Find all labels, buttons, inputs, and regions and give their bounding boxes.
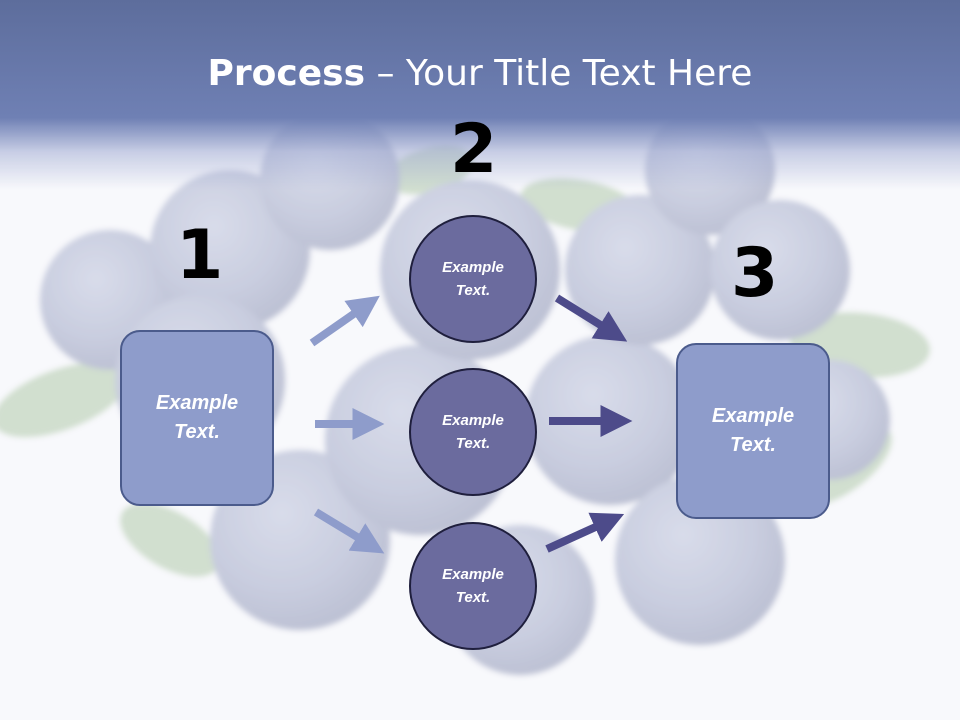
- step-3-box[interactable]: Example Text.: [676, 343, 830, 519]
- title-bold-part: Process: [207, 53, 366, 94]
- step-2-circle-middle[interactable]: Example Text.: [409, 368, 537, 496]
- circle-top-label: Example Text.: [442, 256, 504, 302]
- step-3-label-line2: Text.: [730, 434, 776, 456]
- step-number-1: 1: [176, 216, 224, 295]
- circle-top-label-line1: Example: [442, 259, 504, 276]
- step-1-label-line1: Example: [155, 392, 239, 414]
- title-band: [0, 0, 960, 190]
- arrow-circle-top-to-box3: [554, 294, 628, 342]
- step-2-circle-top[interactable]: Example Text.: [409, 215, 537, 343]
- step-1-box[interactable]: Example Text.: [120, 330, 274, 506]
- circle-top-label-line2: Text.: [455, 282, 491, 299]
- step-3-label: Example Text.: [712, 402, 794, 460]
- slide-title: Process – Your Title Text Here: [0, 52, 960, 96]
- step-1-label-line2: Text.: [174, 421, 220, 443]
- step-1-label: Example Text.: [156, 389, 238, 447]
- circle-bottom-label-line2: Text.: [455, 589, 491, 606]
- circle-middle-label-line1: Example: [442, 412, 504, 429]
- step-number-2: 2: [450, 110, 498, 189]
- circle-bottom-label: Example Text.: [442, 563, 504, 609]
- arrow-circle-bottom-to-box3: [545, 512, 625, 553]
- circle-middle-label-line2: Text.: [455, 435, 491, 452]
- step-2-circle-bottom[interactable]: Example Text.: [409, 522, 537, 650]
- circle-bottom-label-line1: Example: [442, 566, 504, 583]
- arrow-box1-to-circle-bottom: [313, 508, 385, 554]
- arrow-box1-to-circle-top: [309, 295, 380, 347]
- step-3-label-line1: Example: [711, 405, 795, 427]
- circle-middle-label: Example Text.: [442, 409, 504, 455]
- title-rest-part: – Your Title Text Here: [365, 53, 753, 94]
- step-number-3: 3: [731, 234, 779, 313]
